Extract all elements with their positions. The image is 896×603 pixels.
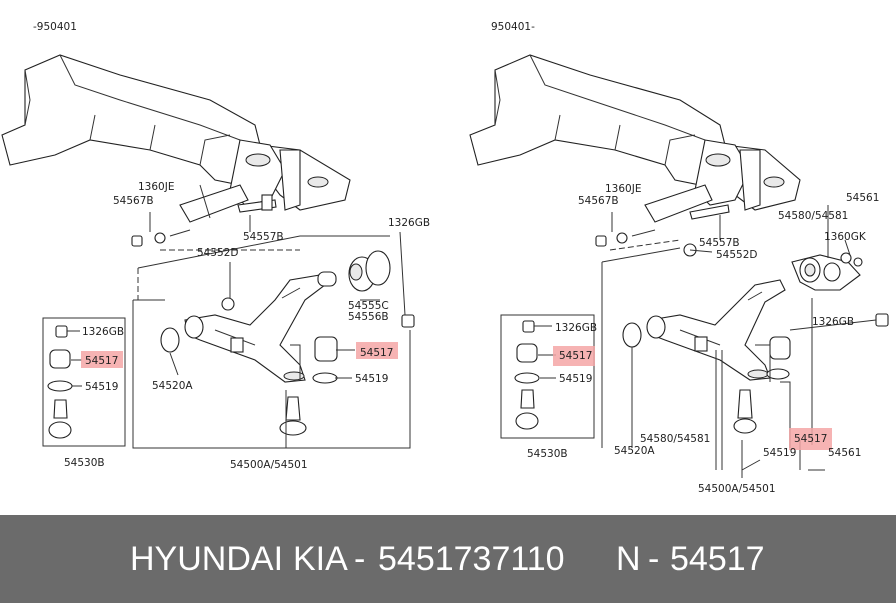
left-label-54557b: 54557B <box>243 231 284 243</box>
right-label-1326gb-arm: 1326GB <box>812 316 854 328</box>
footer-brand: HYUNDAI <box>130 540 284 578</box>
right-label-1360je: 1360JE <box>605 183 641 195</box>
right-ball-joint-box <box>500 314 595 439</box>
right-subframe <box>469 54 801 223</box>
footer-dash-2: - <box>648 540 660 578</box>
left-label-54520a: 54520A <box>152 380 193 392</box>
right-label-54557b: 54557B <box>699 237 740 249</box>
right-label-54567b: 54567B <box>578 195 619 207</box>
left-diagram: -950401 <box>1 21 430 471</box>
left-label-54555c: 54555C <box>348 300 389 312</box>
right-arm-highlight-54517 <box>789 428 832 450</box>
right-label-1360gk: 1360GK <box>824 231 867 243</box>
right-label-54561-top: 54561 <box>846 192 879 204</box>
left-label-1326gb-box: 1326GB <box>82 326 124 338</box>
footer-part-number: 5451737110 <box>378 540 565 578</box>
right-label-54500a-54501: 54500A/54501 <box>698 483 776 495</box>
right-bushing-bracket <box>791 252 863 291</box>
right-label-1326gb-box: 1326GB <box>555 322 597 334</box>
right-label-54580-54581-top: 54580/54581 <box>778 210 848 222</box>
part-info-footer: HYUNDAI KIA - 5451737110 N - 54517 <box>0 515 896 603</box>
footer-ref-number: 54517 <box>670 540 765 578</box>
right-label-54561-bot: 54561 <box>828 447 861 459</box>
left-subframe <box>1 54 351 223</box>
left-label-54500a-54501: 54500A/54501 <box>230 459 308 471</box>
left-control-arm <box>160 250 391 436</box>
left-label-54517-box: 54517 <box>85 355 118 367</box>
left-label-1360je: 1360JE <box>138 181 174 193</box>
left-hardware <box>131 194 415 328</box>
right-date-range: 950401- <box>491 21 535 33</box>
parts-diagram: -950401 <box>1 21 889 495</box>
left-label-54567b: 54567B <box>113 195 154 207</box>
right-label-54517-arm: 54517 <box>794 433 827 445</box>
footer-make: KIA <box>293 540 348 578</box>
left-label-54519-arm: 54519 <box>355 373 388 385</box>
left-date-range: -950401 <box>33 21 77 33</box>
left-label-1326gb-top: 1326GB <box>388 217 430 229</box>
left-label-54519-box: 54519 <box>85 381 118 393</box>
left-label-54556b: 54556B <box>348 311 389 323</box>
left-ball-joint-box <box>42 317 126 447</box>
left-label-54552d: 54552D <box>197 247 239 259</box>
left-leaders <box>132 212 411 449</box>
left-arm-highlight-54517 <box>356 342 398 359</box>
right-label-54519-box: 54519 <box>559 373 592 385</box>
right-control-arm <box>622 279 791 434</box>
right-label-54519-arm: 54519 <box>763 447 796 459</box>
left-label-54530b: 54530B <box>64 457 105 469</box>
footer-n-label: N <box>616 540 641 578</box>
left-label-54517-arm: 54517 <box>360 347 393 359</box>
right-label-54520a: 54520A <box>614 445 655 457</box>
right-box-highlight-54517 <box>553 346 595 366</box>
left-box-highlight-54517 <box>81 351 123 368</box>
right-label-54552d: 54552D <box>716 249 758 261</box>
right-label-54580-54581-bot: 54580/54581 <box>640 433 710 445</box>
right-diagram: 950401- <box>469 21 889 495</box>
footer-dash-1: - <box>354 540 366 578</box>
right-label-54517-box: 54517 <box>559 350 592 362</box>
right-leaders <box>601 205 877 478</box>
right-label-54530b: 54530B <box>527 448 568 460</box>
